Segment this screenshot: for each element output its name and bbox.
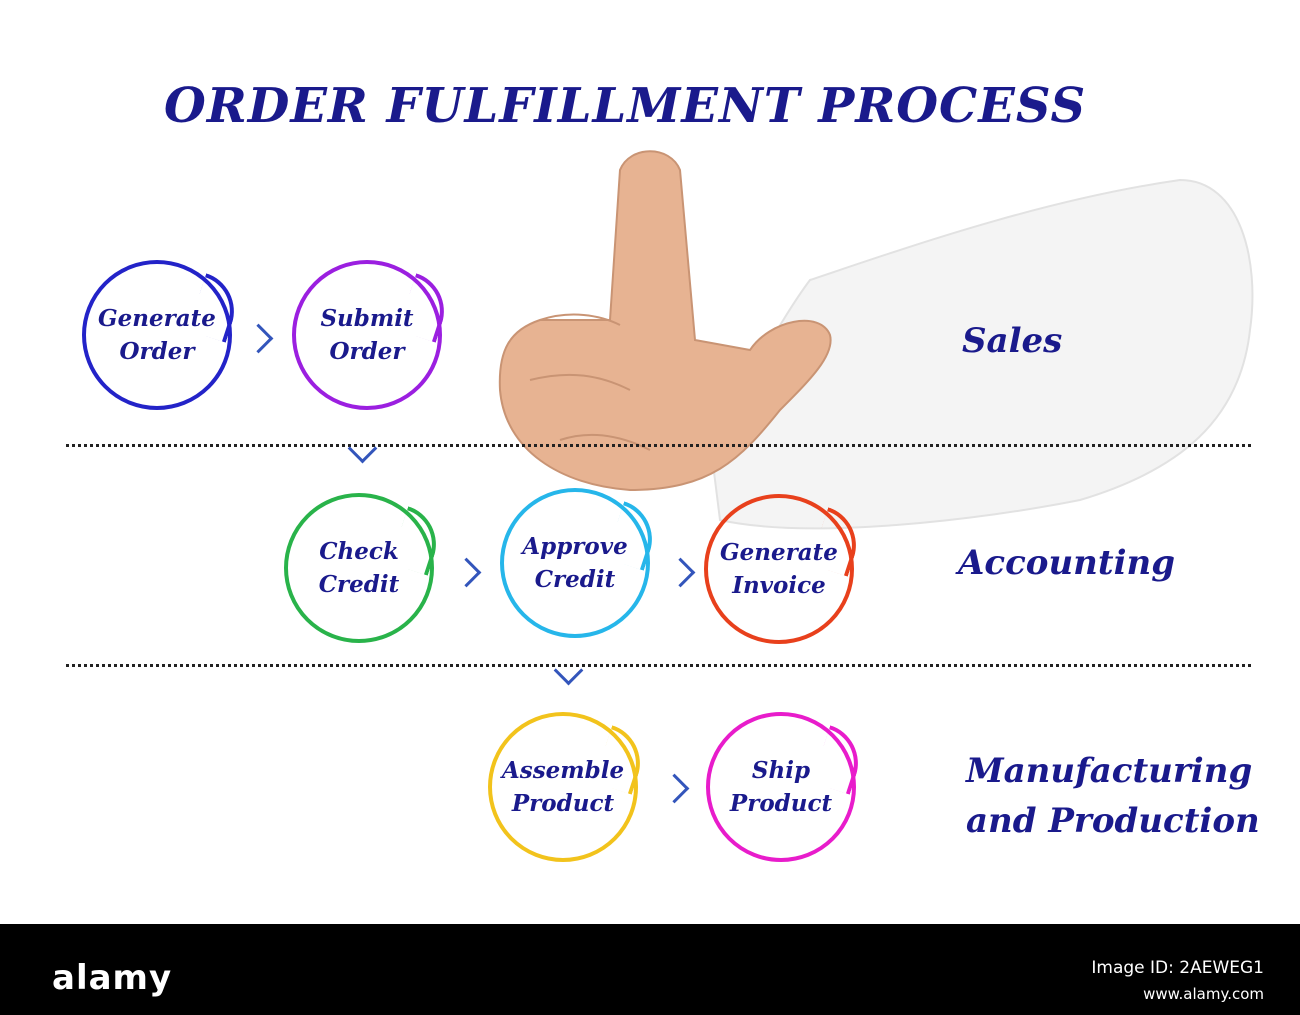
node-generate-order[interactable]: Generate Order [82, 260, 245, 410]
watermark-footer [0, 924, 1300, 1015]
chevron-arrow-icon [665, 557, 696, 588]
chevron-arrow-icon [553, 655, 584, 686]
node-label: Assemble Product [501, 757, 625, 817]
image-id-text: Image ID: 2AEWEG1 [1091, 958, 1264, 978]
circle-stroke-tail [389, 506, 447, 576]
page-title: ORDER FULFILLMENT PROCESS [164, 78, 1087, 134]
node-submit-order[interactable]: Submit Order [292, 260, 455, 410]
node-label: Approve Credit [522, 533, 628, 593]
chevron-arrow-icon [347, 433, 378, 464]
lane-label-accounting: Accounting [958, 543, 1176, 583]
circle-stroke-tail [593, 725, 651, 795]
chevron-arrow-icon [243, 323, 274, 354]
chevron-arrow-icon [659, 773, 690, 804]
lane-label-sales: Sales [962, 321, 1063, 361]
lane-divider-1 [66, 444, 1251, 447]
node-label: Ship Product [729, 757, 833, 817]
site-url-text: www.alamy.com [1143, 985, 1264, 1003]
node-assemble-product[interactable]: Assemble Product [488, 712, 651, 862]
lane-divider-2 [66, 664, 1251, 667]
circle-stroke-tail [397, 273, 455, 343]
pointing-hand-image [498, 150, 1254, 530]
node-generate-invoice[interactable]: Generate Invoice [704, 494, 867, 644]
node-label: Submit Order [320, 305, 414, 365]
node-ship-product[interactable]: Ship Product [706, 712, 869, 862]
node-check-credit[interactable]: Check Credit [284, 493, 447, 643]
node-label: Generate Invoice [720, 539, 838, 599]
circle-stroke-tail [811, 725, 869, 795]
chevron-arrow-icon [451, 557, 482, 588]
node-label: Check Credit [318, 538, 400, 598]
circle-stroke-tail [187, 273, 245, 343]
watermark-logo: alamy [52, 958, 173, 998]
node-approve-credit[interactable]: Approve Credit [500, 488, 663, 638]
lane-label-manufacturing: Manufacturing and Production [966, 751, 1260, 841]
node-label: Generate Order [98, 305, 216, 365]
